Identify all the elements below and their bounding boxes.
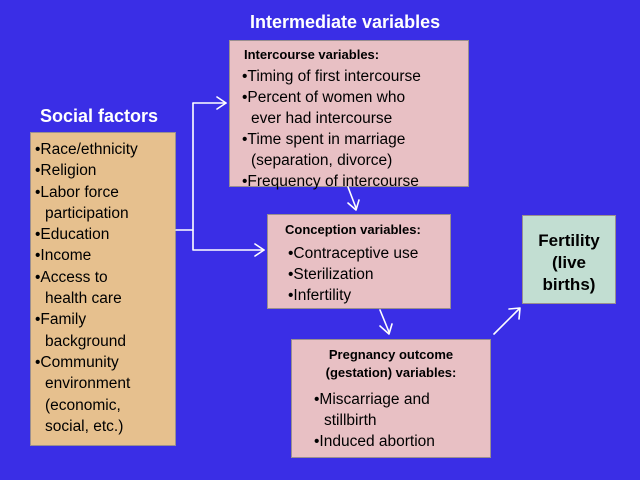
list-item: (economic, bbox=[45, 396, 121, 414]
list-item: •Induced abortion bbox=[314, 433, 435, 450]
list-item: •Frequency of intercourse bbox=[242, 173, 419, 190]
conception-variables-list: •Contraceptive use •Sterilization •Infer… bbox=[288, 243, 418, 306]
branch-to-conception-arrow bbox=[192, 229, 265, 251]
list-item: •Sterilization bbox=[288, 266, 374, 283]
list-item: health care bbox=[45, 290, 122, 308]
list-item: •Family bbox=[35, 311, 87, 329]
list-item: (separation, divorce) bbox=[251, 152, 393, 169]
list-item: •Education bbox=[35, 226, 110, 244]
branch-to-conception-arrowhead bbox=[254, 243, 265, 257]
intercourse-variables-list: •Timing of first intercourse •Percent of… bbox=[242, 66, 421, 192]
intermediate-variables-title: Intermediate variables bbox=[250, 12, 441, 32]
list-item: •Timing of first intercourse bbox=[242, 68, 421, 85]
list-item: •Religion bbox=[35, 162, 97, 180]
conception-variables-heading: Conception variables: bbox=[285, 222, 421, 237]
pregnancy-outcome-list: •Miscarriage and stillbirth •Induced abo… bbox=[314, 389, 435, 452]
intercourse-to-conception-arrow bbox=[347, 186, 357, 209]
pregnancy-outcome-box: Pregnancy outcome (gestation) variables:… bbox=[291, 339, 491, 458]
fertility-label: Fertility (live births) bbox=[523, 230, 615, 296]
intercourse-to-conception-arrowhead bbox=[347, 199, 360, 211]
pregnancy-to-fertility-arrowhead bbox=[508, 307, 521, 320]
fertility-box: Fertility (live births) bbox=[522, 215, 616, 304]
social-factors-list: •Race/ethnicity •Religion •Labor force p… bbox=[35, 139, 138, 437]
pregnancy-to-fertility-arrow bbox=[493, 308, 520, 335]
list-item: •Miscarriage and bbox=[314, 391, 430, 408]
conception-to-pregnancy-arrowhead bbox=[379, 323, 393, 335]
list-item: •Labor force bbox=[35, 183, 119, 201]
list-item: •Access to bbox=[35, 268, 108, 286]
list-item: •Contraceptive use bbox=[288, 245, 419, 262]
pregnancy-outcome-heading: Pregnancy outcome (gestation) variables: bbox=[292, 346, 490, 382]
list-item: stillbirth bbox=[324, 412, 377, 429]
list-item: •Income bbox=[35, 247, 92, 265]
conception-variables-box: Conception variables: •Contraceptive use… bbox=[267, 214, 451, 309]
list-item: background bbox=[45, 332, 127, 350]
list-item: social, etc.) bbox=[45, 417, 124, 435]
pregnancy-heading-line2: (gestation) variables: bbox=[325, 365, 457, 380]
list-item: •Infertility bbox=[288, 287, 352, 304]
social-factors-title: Social factors bbox=[40, 106, 159, 126]
list-item: •Percent of women who bbox=[242, 89, 406, 106]
pregnancy-heading-line1: Pregnancy outcome bbox=[328, 347, 454, 362]
list-item: •Community bbox=[35, 353, 119, 371]
social-factors-box: •Race/ethnicity •Religion •Labor force p… bbox=[30, 132, 176, 446]
branch-to-intercourse-arrowhead bbox=[216, 96, 227, 110]
list-item: ever had intercourse bbox=[251, 110, 393, 127]
fertility-line2: (live bbox=[551, 253, 587, 272]
list-item: participation bbox=[45, 204, 129, 222]
intercourse-variables-box: Intercourse variables: •Timing of first … bbox=[229, 40, 469, 190]
list-item: •Time spent in marriage bbox=[242, 131, 406, 148]
social-to-branch-line bbox=[175, 102, 194, 231]
list-item: environment bbox=[45, 375, 131, 393]
list-item: •Race/ethnicity bbox=[35, 141, 138, 158]
fertility-line3: births) bbox=[542, 275, 596, 294]
fertility-line1: Fertility bbox=[538, 231, 600, 250]
conception-to-pregnancy-arrow bbox=[379, 309, 390, 333]
intercourse-variables-heading: Intercourse variables: bbox=[244, 47, 380, 62]
